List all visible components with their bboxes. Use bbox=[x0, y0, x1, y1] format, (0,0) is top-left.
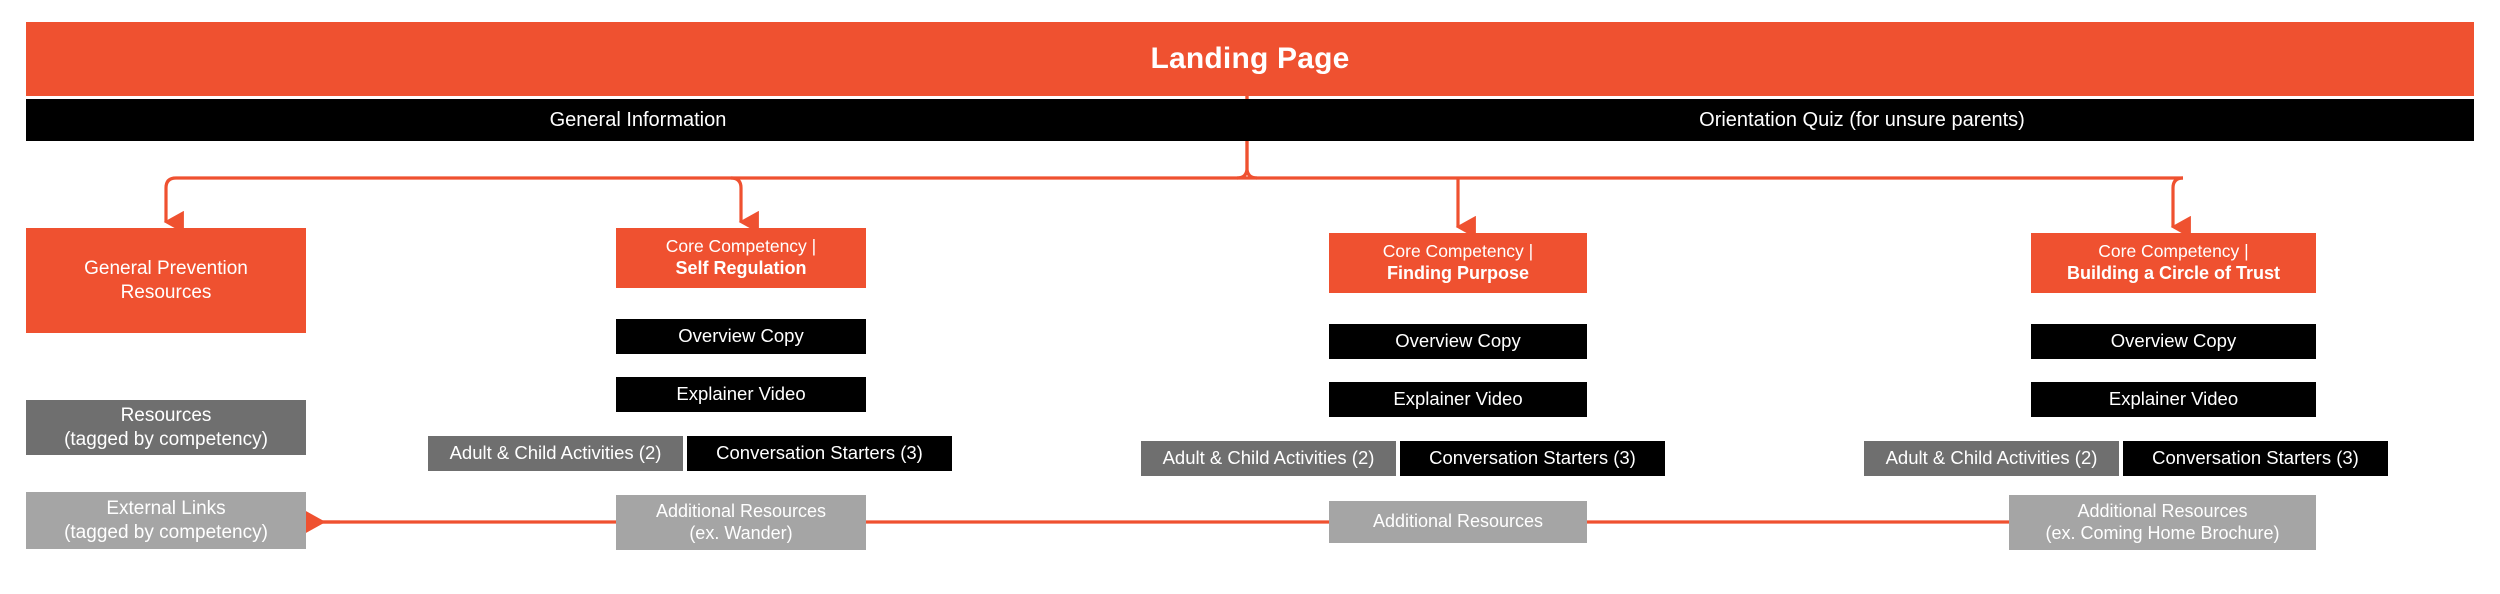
competency-label: Core Competency | bbox=[1382, 241, 1534, 262]
connector-drop-competency-1 bbox=[730, 176, 759, 234]
box-label: Overview Copy bbox=[2110, 330, 2237, 352]
conversation-starters-box[interactable]: Conversation Starters (3) bbox=[687, 436, 952, 471]
adult-child-activities-box[interactable]: Adult & Child Activities (2) bbox=[1141, 441, 1396, 476]
box-line-1: External Links bbox=[106, 498, 226, 520]
box-label: Explainer Video bbox=[676, 383, 806, 405]
competency-label: Core Competency | bbox=[665, 236, 817, 257]
box-line-1: Additional Resources bbox=[1372, 511, 1544, 532]
general-prevention-resources-box[interactable]: General Prevention Resources bbox=[26, 228, 306, 333]
landing-page-header[interactable]: Landing Page bbox=[26, 22, 2474, 96]
additional-resources-box[interactable]: Additional Resources (ex. Coming Home Br… bbox=[2009, 495, 2316, 550]
box-line-2: (tagged by competency) bbox=[64, 428, 268, 450]
box-label: Conversation Starters (3) bbox=[2152, 447, 2359, 469]
external-links-tagged-box[interactable]: External Links (tagged by competency) bbox=[26, 492, 306, 549]
box-label: Adult & Child Activities (2) bbox=[1162, 447, 1375, 469]
competency-name: Self Regulation bbox=[675, 257, 807, 278]
nav-item-general-information[interactable]: General Information bbox=[26, 99, 1250, 141]
explainer-video-box[interactable]: Explainer Video bbox=[616, 377, 866, 412]
nav-item-orientation-quiz[interactable]: Orientation Quiz (for unsure parents) bbox=[1250, 99, 2474, 141]
connector-drop-competency-3 bbox=[2170, 176, 2191, 239]
box-label: Adult & Child Activities (2) bbox=[449, 442, 662, 464]
box-label: Explainer Video bbox=[1393, 388, 1523, 410]
conversation-starters-box[interactable]: Conversation Starters (3) bbox=[1400, 441, 1665, 476]
box-line-2: (ex. Wander) bbox=[689, 522, 793, 543]
resources-tagged-box[interactable]: Resources (tagged by competency) bbox=[26, 400, 306, 455]
primary-nav-bar: General Information Orientation Quiz (fo… bbox=[26, 99, 2474, 141]
core-competency-finding-purpose-box[interactable]: Core Competency | Finding Purpose bbox=[1329, 233, 1587, 293]
explainer-video-box[interactable]: Explainer Video bbox=[1329, 382, 1587, 417]
box-label: Explainer Video bbox=[2108, 388, 2239, 410]
competency-label: Core Competency | bbox=[2098, 241, 2249, 262]
nav-item-label: General Information bbox=[549, 108, 727, 131]
box-label: Overview Copy bbox=[678, 325, 804, 347]
competency-name: Finding Purpose bbox=[1387, 262, 1529, 283]
box-label: Adult & Child Activities (2) bbox=[1885, 447, 2098, 469]
box-line-2: (tagged by competency) bbox=[64, 521, 268, 543]
explainer-video-box[interactable]: Explainer Video bbox=[2031, 382, 2316, 417]
conversation-starters-box[interactable]: Conversation Starters (3) bbox=[2123, 441, 2388, 476]
additional-resources-box[interactable]: Additional Resources bbox=[1329, 501, 1587, 543]
box-label: Overview Copy bbox=[1395, 330, 1521, 352]
box-line-1: Additional Resources bbox=[2077, 500, 2248, 521]
box-line-2: (ex. Coming Home Brochure) bbox=[2045, 522, 2280, 543]
box-line-1: Additional Resources bbox=[655, 500, 827, 521]
box-line-1: General Prevention bbox=[84, 258, 248, 280]
box-label: Conversation Starters (3) bbox=[1429, 447, 1636, 469]
nav-item-label: Orientation Quiz (for unsure parents) bbox=[1699, 108, 2025, 131]
overview-copy-box[interactable]: Overview Copy bbox=[1329, 324, 1587, 359]
core-competency-self-regulation-box[interactable]: Core Competency | Self Regulation bbox=[616, 228, 866, 288]
adult-child-activities-box[interactable]: Adult & Child Activities (2) bbox=[1864, 441, 2119, 476]
additional-resources-box[interactable]: Additional Resources (ex. Wander) bbox=[616, 495, 866, 550]
box-line-2: Resources bbox=[120, 281, 212, 303]
competency-name: Building a Circle of Trust bbox=[2066, 262, 2281, 283]
page-title: Landing Page bbox=[1150, 42, 1350, 75]
connector-drop-general bbox=[163, 176, 184, 234]
core-competency-building-circle-of-trust-box[interactable]: Core Competency | Building a Circle of T… bbox=[2031, 233, 2316, 293]
overview-copy-box[interactable]: Overview Copy bbox=[616, 319, 866, 354]
box-label: Conversation Starters (3) bbox=[716, 442, 923, 464]
adult-child-activities-box[interactable]: Adult & Child Activities (2) bbox=[428, 436, 683, 471]
box-line-1: Resources bbox=[120, 405, 212, 427]
overview-copy-box[interactable]: Overview Copy bbox=[2031, 324, 2316, 359]
